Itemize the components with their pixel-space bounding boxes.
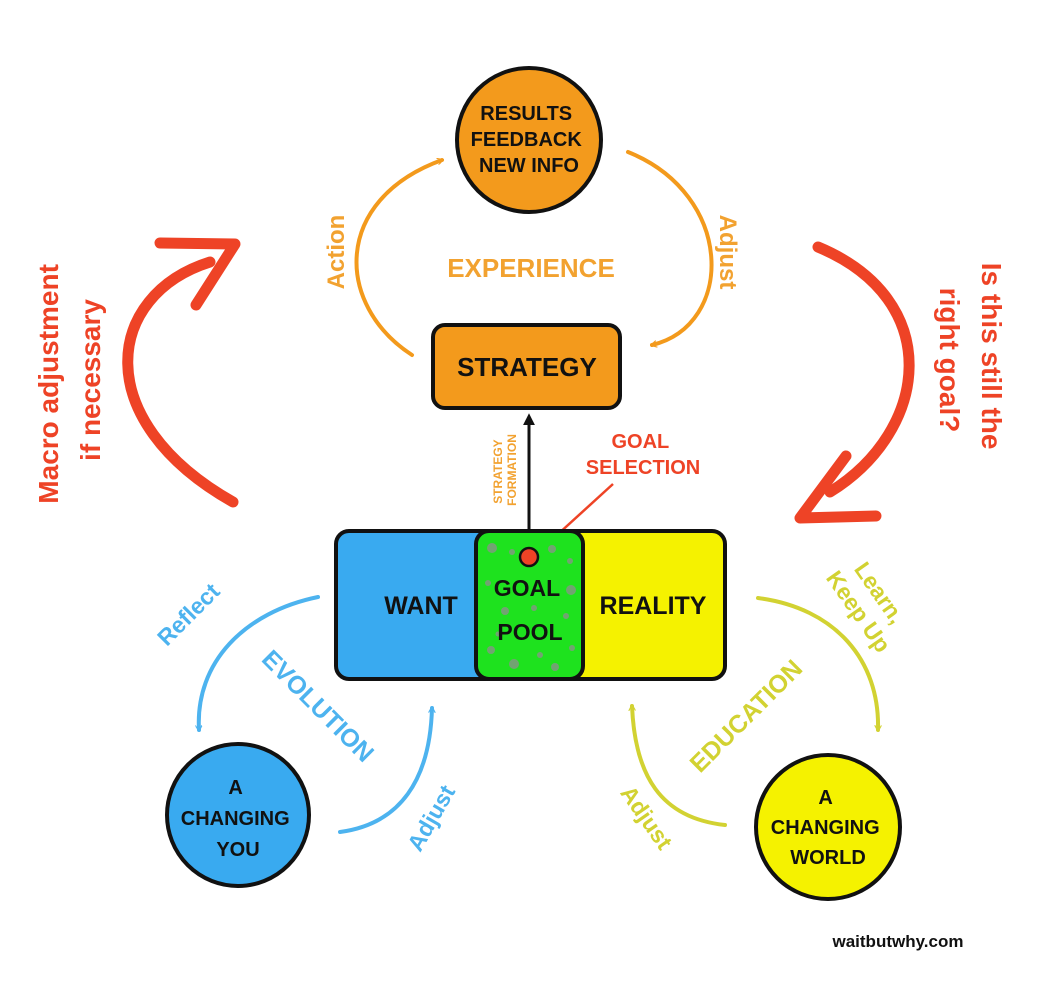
adjust-arrow-top <box>626 150 714 345</box>
reflect-label: Reflect <box>152 578 225 651</box>
right-goal-question: Is this still the right goal? <box>934 263 1007 457</box>
credit-label: waitbutwhy.com <box>832 932 964 951</box>
changing-world-label: A CHANGING WORLD <box>771 787 885 869</box>
macro-arrow-left-head <box>154 237 241 311</box>
experience-label: EXPERIENCE <box>447 253 615 283</box>
goal-selection-label: GOAL SELECTION <box>586 431 700 479</box>
goal-pool-label: GOAL POOL <box>494 575 566 645</box>
reflect-arrow <box>199 595 320 730</box>
changing-you-label: A CHANGING YOU <box>181 777 295 861</box>
action-label: Action <box>323 215 350 290</box>
results-circle <box>455 66 603 214</box>
want-label: WANT <box>384 592 458 620</box>
adjust-arrow-yellow <box>632 706 727 827</box>
adjust-label-top: Adjust <box>714 215 741 290</box>
strategy-formation-label: STRATEGY FORMATION <box>491 434 519 506</box>
goal-pool-box <box>474 529 585 681</box>
goal-selection-dot <box>518 546 540 568</box>
macro-adjustment-label: Macro adjustment if necessary <box>33 256 106 503</box>
results-label: RESULTS FEEDBACK NEW INFO <box>471 103 588 177</box>
adjust-arrow-blue <box>338 708 432 834</box>
macro-arrow-left <box>122 256 239 508</box>
macro-arrow-right <box>812 241 915 498</box>
strategy-box <box>431 323 622 410</box>
strategy-label: STRATEGY <box>457 352 597 382</box>
macro-arrow-right-head <box>794 450 882 524</box>
adjust-label-yellow: Adjust <box>615 781 678 855</box>
changing-world-circle <box>754 753 902 901</box>
action-arrow <box>354 160 442 357</box>
learn-keep-up-label: Learn, Keep Up <box>821 550 919 657</box>
goal-pool-bubbles <box>485 543 576 671</box>
reality-label: REALITY <box>600 592 707 620</box>
learn-arrow <box>756 596 878 730</box>
changing-you-circle <box>165 742 311 888</box>
